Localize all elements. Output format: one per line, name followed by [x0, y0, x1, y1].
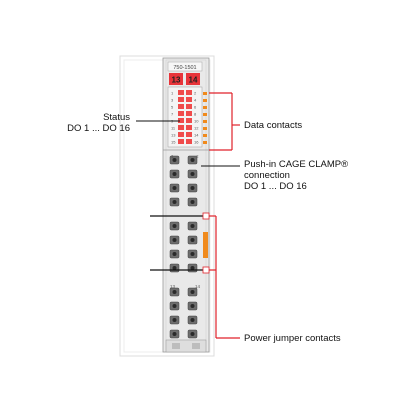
data-contacts [203, 92, 207, 144]
status-led [178, 97, 184, 102]
marker-right-text: 14 [189, 76, 198, 85]
wire-entry [190, 172, 195, 176]
status-led [178, 118, 184, 123]
status-led [178, 125, 184, 130]
pushin-label-line1: Push-in CAGE CLAMP® [244, 159, 349, 170]
status-led [186, 97, 192, 102]
led-number-right: 6 [194, 105, 197, 110]
wire-entry [172, 304, 177, 308]
power-jumper-label: Power jumper contacts [244, 333, 341, 344]
status-label-line1: Status [103, 112, 130, 123]
led-number-right: 8 [194, 112, 197, 117]
wire-entry [172, 238, 177, 242]
terminal-number-13: 13 [170, 284, 176, 289]
led-number-left: 1 [171, 91, 174, 96]
wire-entry [190, 266, 195, 270]
status-leds: 12345678910111213141516 [171, 90, 199, 145]
wire-entry [172, 158, 177, 162]
status-led [186, 104, 192, 109]
wire-entry [172, 332, 177, 336]
terminal-block [169, 155, 198, 339]
wire-entry [172, 224, 177, 228]
pushin-label-line3: DO 1 ... DO 16 [244, 181, 307, 192]
data-contact-pin [203, 99, 207, 102]
data-contact-pin [203, 134, 207, 137]
io-module: 750-1501 13 14 12345678910111213141516 1… [162, 57, 210, 353]
wire-entry [172, 200, 177, 204]
marker-right [186, 73, 200, 85]
wire-entry [190, 304, 195, 308]
status-led [178, 132, 184, 137]
status-led [186, 139, 192, 144]
led-number-left: 3 [171, 98, 174, 103]
terminal-number-2: 2 [196, 154, 199, 159]
led-window [167, 86, 203, 148]
status-led [186, 111, 192, 116]
part-number: 750-1501 [173, 65, 196, 71]
led-number-right: 16 [194, 140, 199, 145]
wire-entry [172, 318, 177, 322]
wire-entry [190, 186, 195, 190]
wire-entry [172, 252, 177, 256]
data-contact-pin [203, 127, 207, 130]
data-contact-pin [203, 120, 207, 123]
status-label-line2: DO 1 ... DO 16 [67, 123, 130, 134]
led-number-left: 13 [171, 133, 176, 138]
wire-entry [190, 158, 195, 162]
data-contacts-label: Data contacts [244, 120, 303, 131]
led-number-left: 11 [171, 126, 176, 131]
marker-left-text: 13 [172, 76, 181, 85]
led-number-right: 2 [194, 91, 197, 96]
part-number-plate [167, 61, 203, 72]
led-number-right: 4 [194, 98, 197, 103]
data-contact-pin [203, 141, 207, 144]
status-led [178, 90, 184, 95]
led-number-right: 14 [194, 133, 199, 138]
led-number-left: 5 [171, 105, 174, 110]
terminal-number-14: 14 [195, 284, 201, 289]
wire-entry [172, 290, 177, 294]
wire-entry [190, 290, 195, 294]
status-led [178, 139, 184, 144]
wire-entry [190, 252, 195, 256]
wire-entry [172, 186, 177, 190]
status-led [186, 125, 192, 130]
led-number-right: 12 [194, 126, 199, 131]
wire-entry [172, 172, 177, 176]
power-jumper-orange [203, 232, 208, 258]
leader-lines [136, 92, 240, 339]
wire-entry [190, 318, 195, 322]
status-led [178, 104, 184, 109]
wire-entry [190, 332, 195, 336]
wire-entry [172, 266, 177, 270]
wire-entry [190, 200, 195, 204]
wire-entry [190, 238, 195, 242]
data-contact-pin [203, 92, 207, 95]
led-number-left: 7 [171, 112, 174, 117]
pushin-label-line2: connection [244, 170, 290, 181]
pushin-label: Push-in CAGE CLAMP® connection DO 1 ... … [244, 159, 348, 192]
data-contact-pin [203, 106, 207, 109]
status-led [186, 90, 192, 95]
wire-entry [190, 224, 195, 228]
terminal-number-1: 1 [171, 154, 174, 159]
marker-left [169, 73, 183, 85]
data-contact-pin [203, 113, 207, 116]
status-led [178, 111, 184, 116]
led-number-left: 15 [171, 140, 176, 145]
status-led [186, 118, 192, 123]
status-led [186, 132, 192, 137]
led-number-right: 10 [194, 119, 199, 124]
status-label: Status DO 1 ... DO 16 [60, 112, 130, 134]
